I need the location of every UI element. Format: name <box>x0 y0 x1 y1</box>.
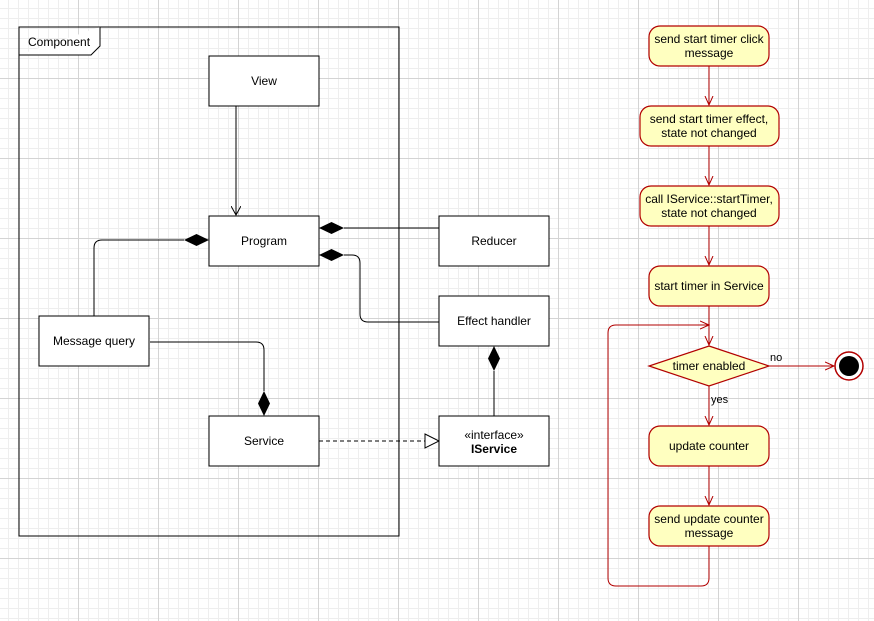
program-class[interactable]: Program <box>208 215 320 267</box>
activity-send-start-timer-effect-line1: send start timer effect, <box>650 112 769 126</box>
activity-send-update-counter-line2: message <box>685 526 734 540</box>
decision-timer-enabled[interactable]: timer enabled <box>647 345 771 387</box>
effect-handler-class-label: Effect handler <box>457 314 531 328</box>
final-node-icon[interactable] <box>834 351 864 381</box>
effect-handler-class[interactable]: Effect handler <box>438 295 550 347</box>
program-reducer-diamond-icon <box>319 222 344 234</box>
decision-timer-enabled-label: timer enabled <box>673 359 746 373</box>
message-query-program-diamond-icon <box>184 234 209 246</box>
iservice-effect-handler-diamond-icon <box>488 346 500 371</box>
service-class[interactable]: Service <box>208 415 320 467</box>
activity-send-start-timer-click[interactable]: send start timer click message <box>648 25 770 67</box>
activity-call-iservice-starttimer-line1: call IService::startTimer, <box>645 192 773 206</box>
reducer-class[interactable]: Reducer <box>438 215 550 267</box>
iservice-stereotype: «interface» <box>464 428 524 442</box>
view-class[interactable]: View <box>208 55 320 107</box>
realization-arrow-icon <box>424 433 441 449</box>
component-frame[interactable]: Component <box>18 26 400 537</box>
activity-send-update-counter[interactable]: send update counter message <box>648 505 770 547</box>
activity-send-start-timer-effect-line2: state not changed <box>661 126 756 140</box>
reducer-class-label: Reducer <box>471 234 516 248</box>
program-effect-handler-link <box>344 254 439 323</box>
message-query-class-label: Message query <box>53 334 135 348</box>
flow-loop-back-arrow <box>607 325 709 587</box>
activity-call-iservice-starttimer-line2: state not changed <box>661 206 756 220</box>
iservice-interface[interactable]: «interface» IService <box>438 415 550 467</box>
message-query-service-diamond-icon <box>258 391 270 416</box>
activity-send-start-timer-click-line1: send start timer click <box>654 32 764 46</box>
program-effect-handler-diamond-icon <box>319 249 344 261</box>
message-query-class[interactable]: Message query <box>38 315 150 367</box>
iservice-name: IService <box>471 442 517 456</box>
activity-update-counter-label: update counter <box>669 439 749 453</box>
activity-update-counter[interactable]: update counter <box>648 425 770 467</box>
activity-send-start-timer-click-line2: message <box>685 46 734 60</box>
service-class-label: Service <box>244 434 284 448</box>
program-class-label: Program <box>241 234 287 248</box>
activity-start-timer-in-service[interactable]: start timer in Service <box>648 265 770 307</box>
message-query-program-link <box>93 239 184 316</box>
component-frame-label: Component <box>28 35 91 49</box>
view-class-label: View <box>251 74 277 88</box>
decision-no-label: no <box>770 352 782 364</box>
activity-call-iservice-starttimer[interactable]: call IService::startTimer, state not cha… <box>639 185 780 227</box>
message-query-service-link <box>150 341 265 391</box>
decision-yes-label: yes <box>711 394 729 406</box>
activity-start-timer-in-service-label: start timer in Service <box>654 279 764 293</box>
activity-send-update-counter-line1: send update counter <box>654 512 763 526</box>
activity-send-start-timer-effect[interactable]: send start timer effect, state not chang… <box>639 105 780 147</box>
